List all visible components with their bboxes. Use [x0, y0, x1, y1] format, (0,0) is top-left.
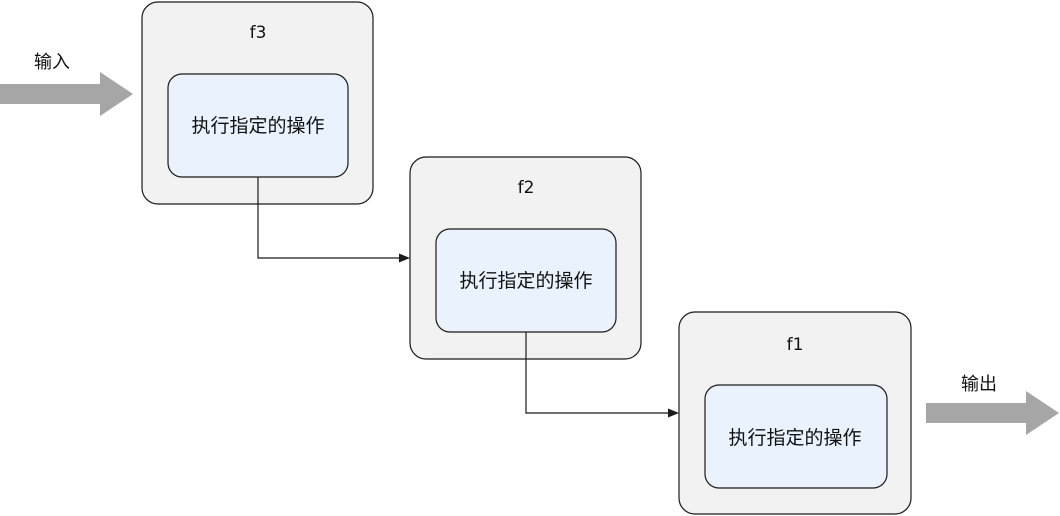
output-arrow: 输出: [926, 374, 1059, 435]
connector-f2-to-f1-arrowhead: [668, 408, 679, 418]
connector-f2-to-f1-line: [525, 332, 668, 414]
connector-f3-to-f2-line: [257, 177, 399, 259]
input-arrow: 输入: [0, 52, 133, 116]
node-f2-step-text: 执行指定的操作: [459, 270, 592, 292]
connector-f3-to-f2-arrowhead: [399, 253, 410, 263]
node-f2-function-name: f2: [518, 178, 535, 198]
node-f1-function-name: f1: [787, 335, 804, 355]
node-f3-function-name: f3: [250, 23, 267, 43]
node-f1: f1 执行指定的操作: [678, 311, 912, 515]
node-f2: f2 执行指定的操作: [409, 156, 642, 360]
node-f3: f3 执行指定的操作: [141, 1, 374, 205]
input-label: 输入: [34, 52, 70, 73]
connector-f3-to-f2: [257, 177, 410, 263]
input-arrow-shape: [0, 72, 133, 116]
output-label: 输出: [961, 374, 997, 395]
output-arrow-shape: [926, 391, 1059, 435]
node-f1-step-box: [704, 384, 888, 489]
node-f3-step-text: 执行指定的操作: [191, 115, 324, 137]
connector-f2-to-f1: [525, 332, 679, 418]
node-f1-step-text: 执行指定的操作: [728, 427, 861, 449]
